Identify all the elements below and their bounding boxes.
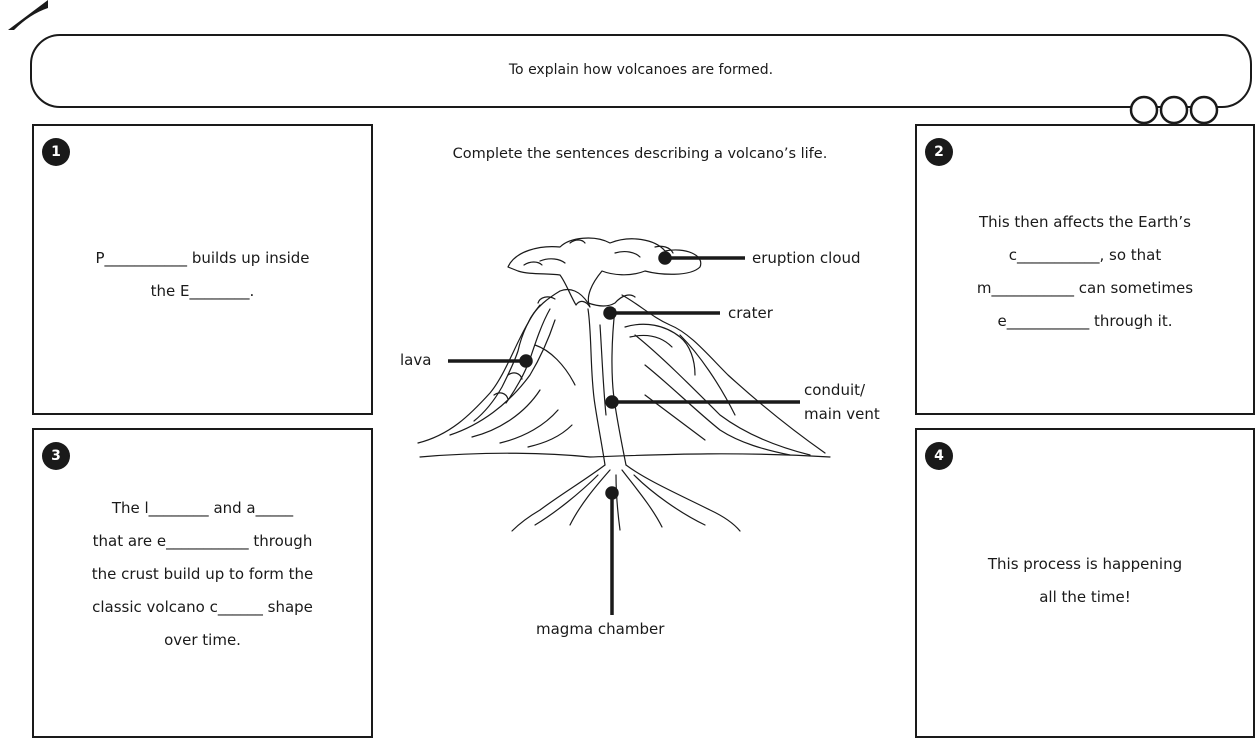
sentence-line: This process is happening (927, 548, 1243, 581)
sentence-line: The l________ and a_____ (44, 492, 361, 525)
sentence-text-3: The l________ and a_____ that are e_____… (44, 492, 361, 657)
sentence-line: all the time! (927, 581, 1243, 614)
step-number-2: 2 (925, 138, 953, 166)
sentence-box-1: 1 P___________ builds up inside the E___… (32, 124, 373, 415)
magma-chamber-label: magma chamber (536, 620, 664, 638)
sentence-line: m___________ can sometimes (927, 272, 1243, 305)
conduit-label: conduit/ (804, 381, 865, 399)
instructions-text: Complete the sentences describing a volc… (400, 146, 880, 162)
step-number-1: 1 (42, 138, 70, 166)
learning-objective-banner: To explain how volcanoes are formed. (30, 34, 1252, 108)
step-number-3: 3 (42, 442, 70, 470)
sentence-box-3: 3 The l________ and a_____ that are e___… (32, 428, 373, 738)
banner-circles-decoration (1126, 95, 1236, 125)
sentence-line: that are e___________ through (44, 525, 361, 558)
learning-objective-text: To explain how volcanoes are formed. (32, 62, 1250, 78)
sentence-line: the crust build up to form the (44, 558, 361, 591)
sentence-line: the E________. (44, 275, 361, 308)
sentence-text-2: This then affects the Earth’s c_________… (927, 206, 1243, 338)
volcano-diagram: eruption cloud crater lava conduit/ main… (390, 225, 910, 665)
sentence-line: e___________ through it. (927, 305, 1243, 338)
step-number-4: 4 (925, 442, 953, 470)
corner-decoration (0, 0, 48, 30)
diagram-pointers (390, 225, 910, 665)
sentence-box-2: 2 This then affects the Earth’s c_______… (915, 124, 1255, 415)
sentence-line: over time. (44, 624, 361, 657)
sentence-line: c___________, so that (927, 239, 1243, 272)
sentence-box-4: 4 This process is happening all the time… (915, 428, 1255, 738)
main-vent-label: main vent (804, 405, 880, 423)
sentence-text-4: This process is happening all the time! (927, 548, 1243, 614)
eruption-cloud-label: eruption cloud (752, 249, 861, 267)
sentence-text-1: P___________ builds up inside the E_____… (44, 242, 361, 308)
lava-label: lava (400, 351, 431, 369)
sentence-line: This then affects the Earth’s (927, 206, 1243, 239)
crater-label: crater (728, 304, 773, 322)
sentence-line: classic volcano c______ shape (44, 591, 361, 624)
sentence-line: P___________ builds up inside (44, 242, 361, 275)
